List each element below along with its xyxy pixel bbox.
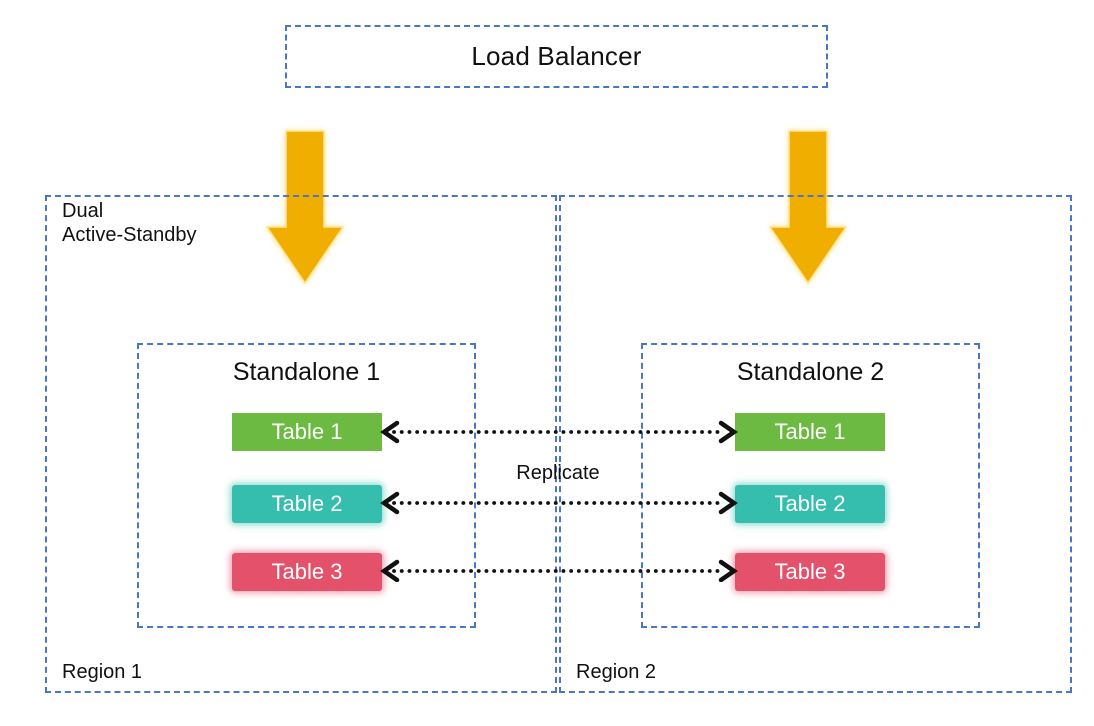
table-3-right-chip: Table 3 [735, 553, 885, 591]
replication-arrow-row-2 [380, 491, 738, 515]
region-2-box [559, 195, 1072, 693]
arrowhead-right-icon [718, 420, 738, 444]
down-arrow-icon [265, 130, 345, 285]
standalone-2-box: Standalone 2 [641, 343, 980, 628]
replication-arrow-row-3 [380, 559, 738, 582]
arrowhead-left-icon [380, 420, 400, 444]
table-1-left-label: Table 1 [271, 419, 343, 444]
table-3-left-label: Table 3 [271, 559, 343, 584]
replicate-label: Replicate [516, 462, 600, 484]
dual-label-line2: Active-Standby [62, 224, 197, 246]
table-2-left-label: Table 2 [271, 491, 343, 516]
region-2-label: Region 2 [576, 661, 657, 683]
table-2-left-chip: Table 2 [232, 485, 382, 523]
region-1-box [45, 195, 557, 693]
arrowhead-left-icon [380, 559, 400, 582]
region-1-label: Region 1 [62, 661, 143, 683]
table-3-left-chip: Table 3 [232, 553, 382, 591]
arrowhead-left-icon [380, 491, 400, 515]
load-balancer-label: Load Balancer [471, 41, 642, 71]
down-arrow-shape [265, 130, 345, 285]
standalone-1-title: Standalone 1 [232, 358, 381, 386]
table-1-right-chip: Table 1 [735, 413, 885, 451]
standalone-2-title: Standalone 2 [736, 358, 885, 386]
arrowhead-right-icon [718, 559, 738, 582]
table-3-right-label: Table 3 [774, 559, 846, 584]
standalone-1-box: Standalone 1 [137, 343, 476, 628]
table-1-left-chip: Table 1 [232, 413, 382, 451]
table-1-right-label: Table 1 [774, 419, 846, 444]
dual-active-standby-label: Dual Active-Standby [62, 199, 197, 247]
load-balancer-box: Load Balancer [285, 25, 828, 88]
table-2-right-label: Table 2 [774, 491, 846, 516]
dual-label-line1: Dual [62, 200, 104, 222]
arrowhead-right-icon [718, 491, 738, 515]
table-2-right-chip: Table 2 [735, 485, 885, 523]
down-arrow-icon [768, 130, 848, 285]
down-arrow-shape [768, 130, 848, 285]
replication-arrow-row-1 [380, 420, 738, 444]
replication-arrows [380, 420, 738, 582]
